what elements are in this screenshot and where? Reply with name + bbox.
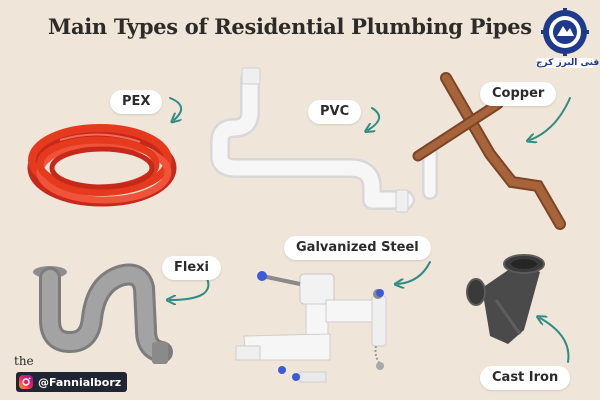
social-handle: @Fannialborz: [38, 375, 122, 389]
cast-iron-image: [466, 254, 545, 344]
label-flexi: Flexi: [162, 256, 221, 280]
pointer-arrows: [169, 97, 571, 363]
label-copper: Copper: [480, 82, 557, 106]
label-pex: PEX: [110, 90, 163, 114]
arrow-cast-iron: [540, 318, 570, 363]
pex-pipe-image: [27, 124, 177, 207]
label-pvc: PVC: [308, 100, 362, 124]
pvc-pipe-image: [210, 67, 438, 213]
arrow-copper: [530, 97, 571, 140]
arrow-flexi: [170, 275, 210, 300]
page-title: Main Types of Residential Plumbing Pipes: [48, 14, 532, 39]
logo-text: فنی البرز کرج: [536, 58, 600, 68]
arrow-pex: [169, 97, 182, 120]
instagram-icon: [19, 375, 33, 389]
arrow-galvanized: [398, 261, 431, 284]
label-galvanized-steel: Galvanized Steel: [284, 236, 431, 260]
flexi-pipe-image: [33, 263, 173, 364]
arrow-pvc: [368, 107, 380, 130]
label-cast-iron: Cast Iron: [480, 366, 571, 390]
brand-mark: the: [14, 354, 34, 368]
copper-pipe-image: [412, 72, 566, 230]
gear-seal-icon: [541, 8, 589, 56]
social-handle-badge[interactable]: @Fannialborz: [16, 372, 128, 392]
institute-logo: فنی البرز کرج: [536, 8, 600, 76]
galvanized-steel-image: [235, 271, 387, 383]
